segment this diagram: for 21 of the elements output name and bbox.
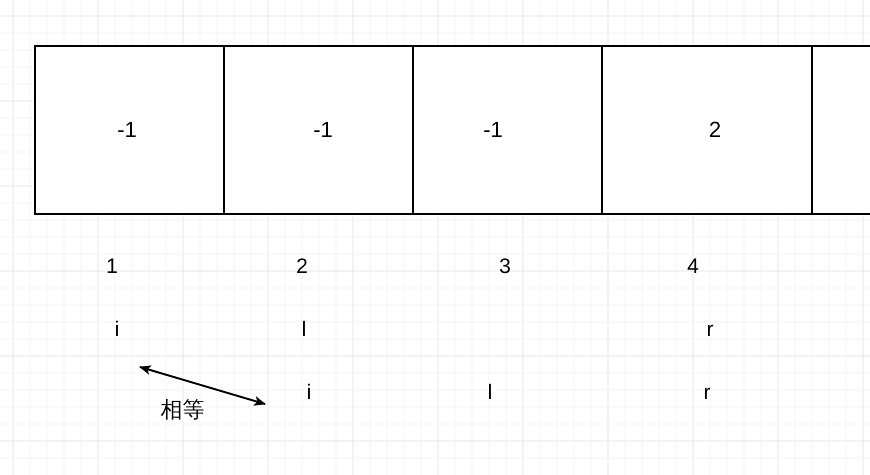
pointer-label: l xyxy=(302,319,306,341)
pointer-label: r xyxy=(704,382,710,404)
index-number: 3 xyxy=(499,256,511,278)
cell-value: -1 xyxy=(117,118,137,142)
pointer-label: i xyxy=(306,382,312,404)
index-number: 2 xyxy=(296,256,308,278)
cell-value: 2 xyxy=(708,118,722,142)
array-cell xyxy=(34,45,225,215)
array-cell xyxy=(412,45,603,215)
pointer-label: r xyxy=(706,319,714,341)
array-cell xyxy=(601,45,813,215)
pointer-label: i xyxy=(114,319,120,341)
cell-value: -1 xyxy=(313,118,333,142)
array-cell xyxy=(811,45,870,215)
pointer-label: l xyxy=(488,382,492,404)
index-number: 1 xyxy=(106,256,118,278)
index-number: 4 xyxy=(687,256,699,278)
edge-label: 相等 xyxy=(160,398,206,420)
double-arrow xyxy=(139,365,266,406)
array-cell xyxy=(223,45,414,215)
cell-value: -1 xyxy=(483,118,503,142)
